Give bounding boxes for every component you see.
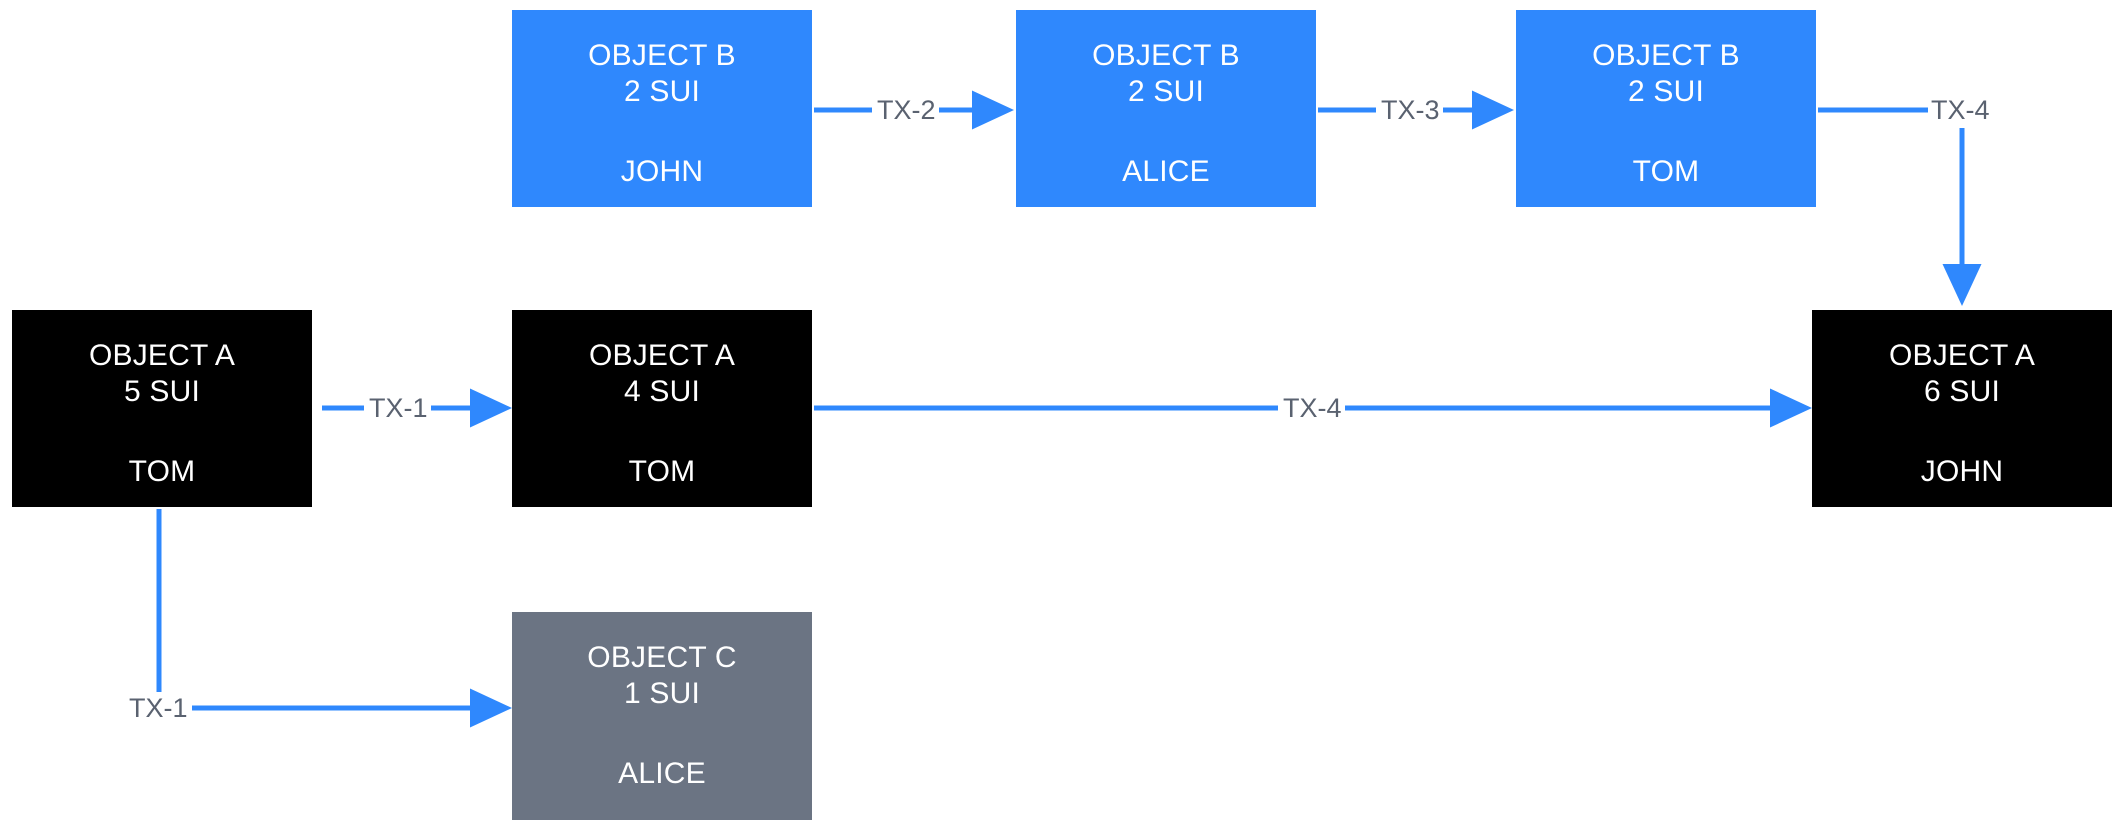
edge-label-tx-3: TX-3 <box>1378 95 1443 125</box>
node-object-b-alice[interactable]: OBJECT B 2 SUI ALICE <box>1016 10 1316 207</box>
node-object-a-5sui-tom[interactable]: OBJECT A 5 SUI TOM <box>12 310 312 507</box>
node-amount-label: 6 SUI <box>1923 375 2001 408</box>
node-object-label: OBJECT C <box>587 641 737 674</box>
node-object-b-tom[interactable]: OBJECT B 2 SUI TOM <box>1516 10 1816 207</box>
node-owner-label: JOHN <box>1920 455 2004 488</box>
node-object-b-john[interactable]: OBJECT B 2 SUI JOHN <box>512 10 812 207</box>
node-object-label: OBJECT A <box>1888 339 2036 372</box>
node-amount-label: 2 SUI <box>623 75 701 108</box>
node-object-label: OBJECT B <box>588 39 736 72</box>
node-object-label: OBJECT A <box>588 339 736 372</box>
node-amount-label: 4 SUI <box>623 375 701 408</box>
node-object-label: OBJECT B <box>1592 39 1740 72</box>
node-owner-label: JOHN <box>620 155 704 188</box>
node-amount-label: 5 SUI <box>123 375 201 408</box>
edge-label-tx-4-top: TX-4 <box>1928 95 1993 125</box>
node-amount-label: 2 SUI <box>1127 75 1205 108</box>
node-amount-label: 2 SUI <box>1627 75 1705 108</box>
edge-label-tx-4-mid: TX-4 <box>1280 393 1345 423</box>
node-object-a-6sui-john[interactable]: OBJECT A 6 SUI JOHN <box>1812 310 2112 507</box>
edge-label-tx-1-bot: TX-1 <box>126 693 191 723</box>
node-owner-label: TOM <box>1632 155 1700 188</box>
node-owner-label: TOM <box>128 455 196 488</box>
node-object-c-1sui-alice[interactable]: OBJECT C 1 SUI ALICE <box>512 612 812 820</box>
node-amount-label: 1 SUI <box>623 677 701 710</box>
node-owner-label: ALICE <box>1122 155 1210 188</box>
edge-label-tx-1-mid: TX-1 <box>366 393 431 423</box>
node-object-label: OBJECT A <box>88 339 236 372</box>
node-owner-label: TOM <box>628 455 696 488</box>
node-object-label: OBJECT B <box>1092 39 1240 72</box>
node-owner-label: ALICE <box>618 757 706 790</box>
node-object-a-4sui-tom[interactable]: OBJECT A 4 SUI TOM <box>512 310 812 507</box>
edge-label-tx-2: TX-2 <box>874 95 939 125</box>
